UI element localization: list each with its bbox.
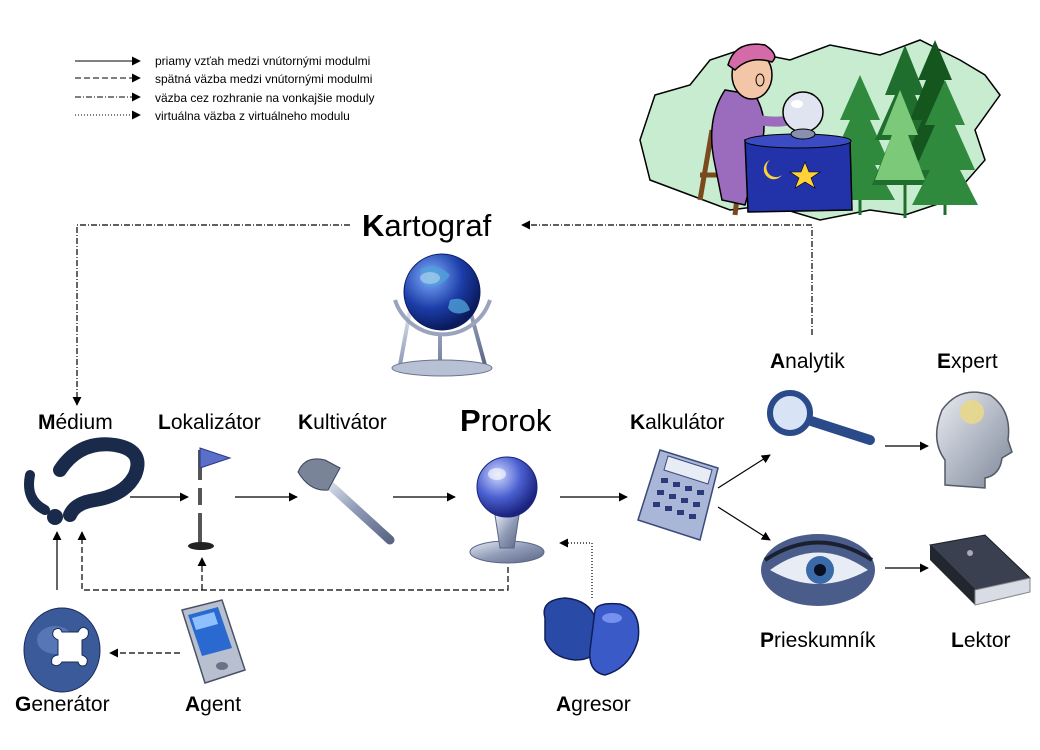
arrow-kartograf-medium bbox=[72, 224, 350, 406]
node-label-analytik: Analytik bbox=[770, 350, 845, 373]
axe-icon bbox=[297, 458, 395, 545]
arrow-agresor-prorok bbox=[559, 538, 593, 598]
legend: priamy vzťah medzi vnútornými modulmi sp… bbox=[75, 54, 374, 123]
node-label-prieskumnik: Prieskumník bbox=[760, 629, 876, 652]
book-icon bbox=[928, 534, 1032, 606]
node-label-agresor: Agresor bbox=[556, 693, 631, 716]
calculator-icon bbox=[637, 449, 719, 541]
node-label-kultivator: Kultivátor bbox=[298, 411, 387, 434]
node-label-expert: Expert bbox=[937, 350, 998, 373]
node-label-lektor: Lektor bbox=[951, 629, 1011, 652]
head-icon bbox=[936, 391, 1013, 489]
arrow-kalkulator-analytik bbox=[717, 454, 771, 489]
pda-icon bbox=[181, 599, 246, 684]
connections bbox=[52, 220, 929, 658]
eye-icon bbox=[761, 534, 875, 606]
globe-icon bbox=[391, 253, 493, 377]
flag-pin-icon bbox=[188, 447, 232, 550]
legend-text-dotted: virtuálna väzba z virtuálneho modulu bbox=[155, 109, 350, 123]
fortune-teller-map-icon bbox=[639, 39, 1001, 221]
legend-text-dashed: spätná väzba medzi vnútornými modulmi bbox=[155, 72, 372, 86]
arrow-prorok-feedback bbox=[77, 531, 509, 591]
crystal-ball-icon bbox=[469, 456, 545, 564]
node-label-kalkulator: Kalkulátor bbox=[630, 411, 725, 434]
arrow-fortune-kartograf bbox=[521, 220, 813, 335]
legend-text-solid: priamy vzťah medzi vnútornými modulmi bbox=[155, 54, 370, 68]
node-label-lokalizator: Lokalizátor bbox=[158, 411, 261, 434]
boxing-glove-icon bbox=[543, 597, 640, 676]
node-label-generator: Generátor bbox=[15, 693, 110, 716]
puzzle-icon bbox=[23, 607, 101, 693]
arrow-kalkulator-prieskumnik bbox=[717, 506, 771, 541]
node-label-agent: Agent bbox=[185, 693, 241, 716]
node-label-kartograf: Kartograf bbox=[362, 208, 492, 243]
legend-text-dashdot: väzba cez rozhranie na vonkajšie moduly bbox=[155, 91, 374, 105]
node-label-medium: Médium bbox=[38, 411, 113, 434]
question-mark-icon bbox=[24, 437, 145, 525]
magnifier-icon bbox=[767, 390, 875, 445]
node-label-prorok: Prorok bbox=[460, 403, 552, 438]
